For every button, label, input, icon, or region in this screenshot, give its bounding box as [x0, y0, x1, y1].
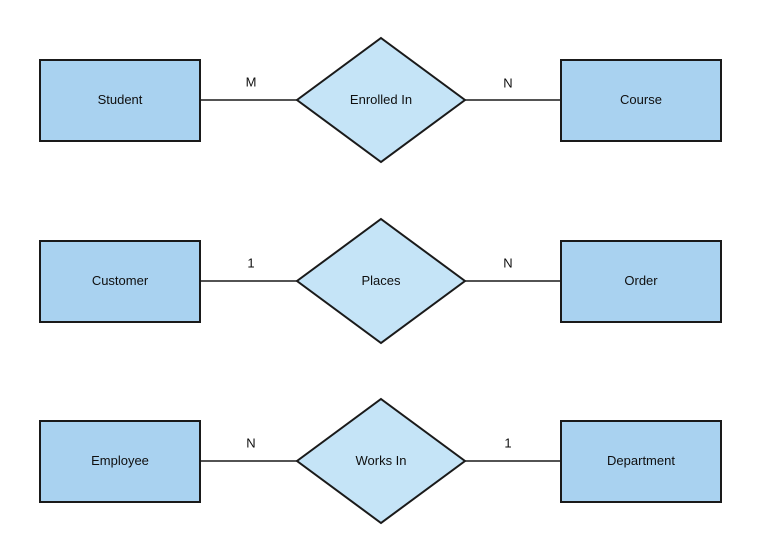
entity-box-order[interactable]: [560, 240, 722, 323]
relationship-diamond-enrolled-in[interactable]: [295, 36, 467, 164]
cardinality-label-works-in-department: 1: [504, 435, 511, 450]
relationship-diamond-places[interactable]: [295, 217, 467, 345]
entity-box-customer[interactable]: [39, 240, 201, 323]
relationship-diamond-works-in[interactable]: [295, 397, 467, 525]
cardinality-label-enrolled-in-course: N: [503, 75, 512, 90]
entity-box-student[interactable]: [39, 59, 201, 142]
cardinality-label-customer-places: 1: [247, 255, 254, 270]
entity-box-employee[interactable]: [39, 420, 201, 503]
entity-label-customer: Customer: [92, 273, 149, 288]
relationship-group-row-1: Student Enrolled In Course M N: [39, 36, 722, 164]
relationship-label-enrolled-in: Enrolled In: [350, 92, 412, 107]
relationship-label-places: Places: [361, 273, 401, 288]
entity-box-course[interactable]: [560, 59, 722, 142]
relationship-group-row-3: Employee Works In Department N 1: [39, 397, 722, 525]
entity-box-department[interactable]: [560, 420, 722, 503]
entity-label-order: Order: [624, 273, 658, 288]
cardinality-label-employee-works-in: N: [246, 435, 255, 450]
cardinality-label-places-order: N: [503, 255, 512, 270]
entity-label-student: Student: [98, 92, 143, 107]
entity-label-employee: Employee: [91, 453, 149, 468]
cardinality-label-student-enrolled-in: M: [246, 74, 257, 89]
entity-label-course: Course: [620, 92, 662, 107]
relationship-group-row-2: Customer Places Order 1 N: [39, 217, 722, 345]
relationship-label-works-in: Works In: [355, 453, 406, 468]
entity-label-department: Department: [607, 453, 675, 468]
